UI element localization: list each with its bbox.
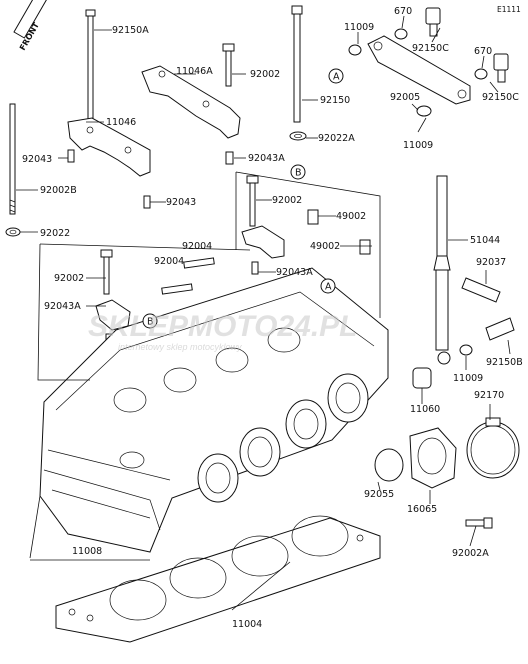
part-label: 92150A <box>112 25 149 36</box>
part-label: 11046 <box>106 117 136 128</box>
part-label: 92150 <box>320 95 350 106</box>
part-label: 16065 <box>407 504 437 515</box>
part-label: 51044 <box>470 235 500 246</box>
diagram-code: E1111 <box>497 5 521 14</box>
part-label: 11009 <box>344 22 374 33</box>
part-label: 11004 <box>232 619 262 630</box>
svg-text:A: A <box>325 282 332 293</box>
part-label: 92037 <box>476 257 506 268</box>
leader-lines <box>16 15 511 547</box>
part-label: 92043A <box>248 153 285 164</box>
part-label: 49002 <box>310 241 340 252</box>
svg-text:A: A <box>333 72 340 83</box>
part-label: 92005 <box>390 92 420 103</box>
part-label: 92002 <box>54 273 84 284</box>
part-label: 92043A <box>44 301 81 312</box>
part-label: 92150C <box>482 92 519 103</box>
part-label: 92004 <box>182 241 212 252</box>
part-label: 92002 <box>272 195 302 206</box>
part-label: 92022 <box>40 228 70 239</box>
part-label: 92043 <box>166 197 196 208</box>
part-label: 92043A <box>276 267 313 278</box>
part-label: 92150B <box>486 357 523 368</box>
part-label: 92170 <box>474 390 504 401</box>
callout-b-mid: B <box>142 313 158 329</box>
part-label: 92004 <box>154 256 184 267</box>
part-label: 92022A <box>318 133 355 144</box>
part-label: 92002 <box>250 69 280 80</box>
line-art <box>5 5 520 643</box>
front-arrow-icon <box>13 0 54 39</box>
callout-a-mid: A <box>320 278 336 294</box>
part-label: 92055 <box>364 489 394 500</box>
part-label: 92002A <box>452 548 489 559</box>
svg-text:B: B <box>147 317 154 328</box>
part-label: 11008 <box>72 546 102 557</box>
part-label: 11009 <box>453 373 483 384</box>
watermark: SKLEPMOTO24.PL internetowy sklep motocyk… <box>88 310 358 352</box>
part-label: 670 <box>474 46 492 57</box>
watermark-main: SKLEPMOTO24.PL <box>88 310 358 343</box>
watermark-sub: internetowy sklep motocyklowy <box>118 342 242 352</box>
part-labels: 92150A 11046A 92002 11009 670 92150C 670… <box>22 6 523 630</box>
part-label: 11009 <box>403 140 433 151</box>
callout-b-top: B <box>290 164 306 180</box>
part-label: 670 <box>394 6 412 17</box>
part-label: 49002 <box>336 211 366 222</box>
part-label: 92043 <box>22 154 52 165</box>
svg-text:B: B <box>295 168 302 179</box>
callout-a-top: A <box>328 68 344 84</box>
part-label: 92002B <box>40 185 77 196</box>
part-label: 11046A <box>176 66 213 77</box>
part-label: 92150C <box>412 43 449 54</box>
part-label: 11060 <box>410 404 440 415</box>
